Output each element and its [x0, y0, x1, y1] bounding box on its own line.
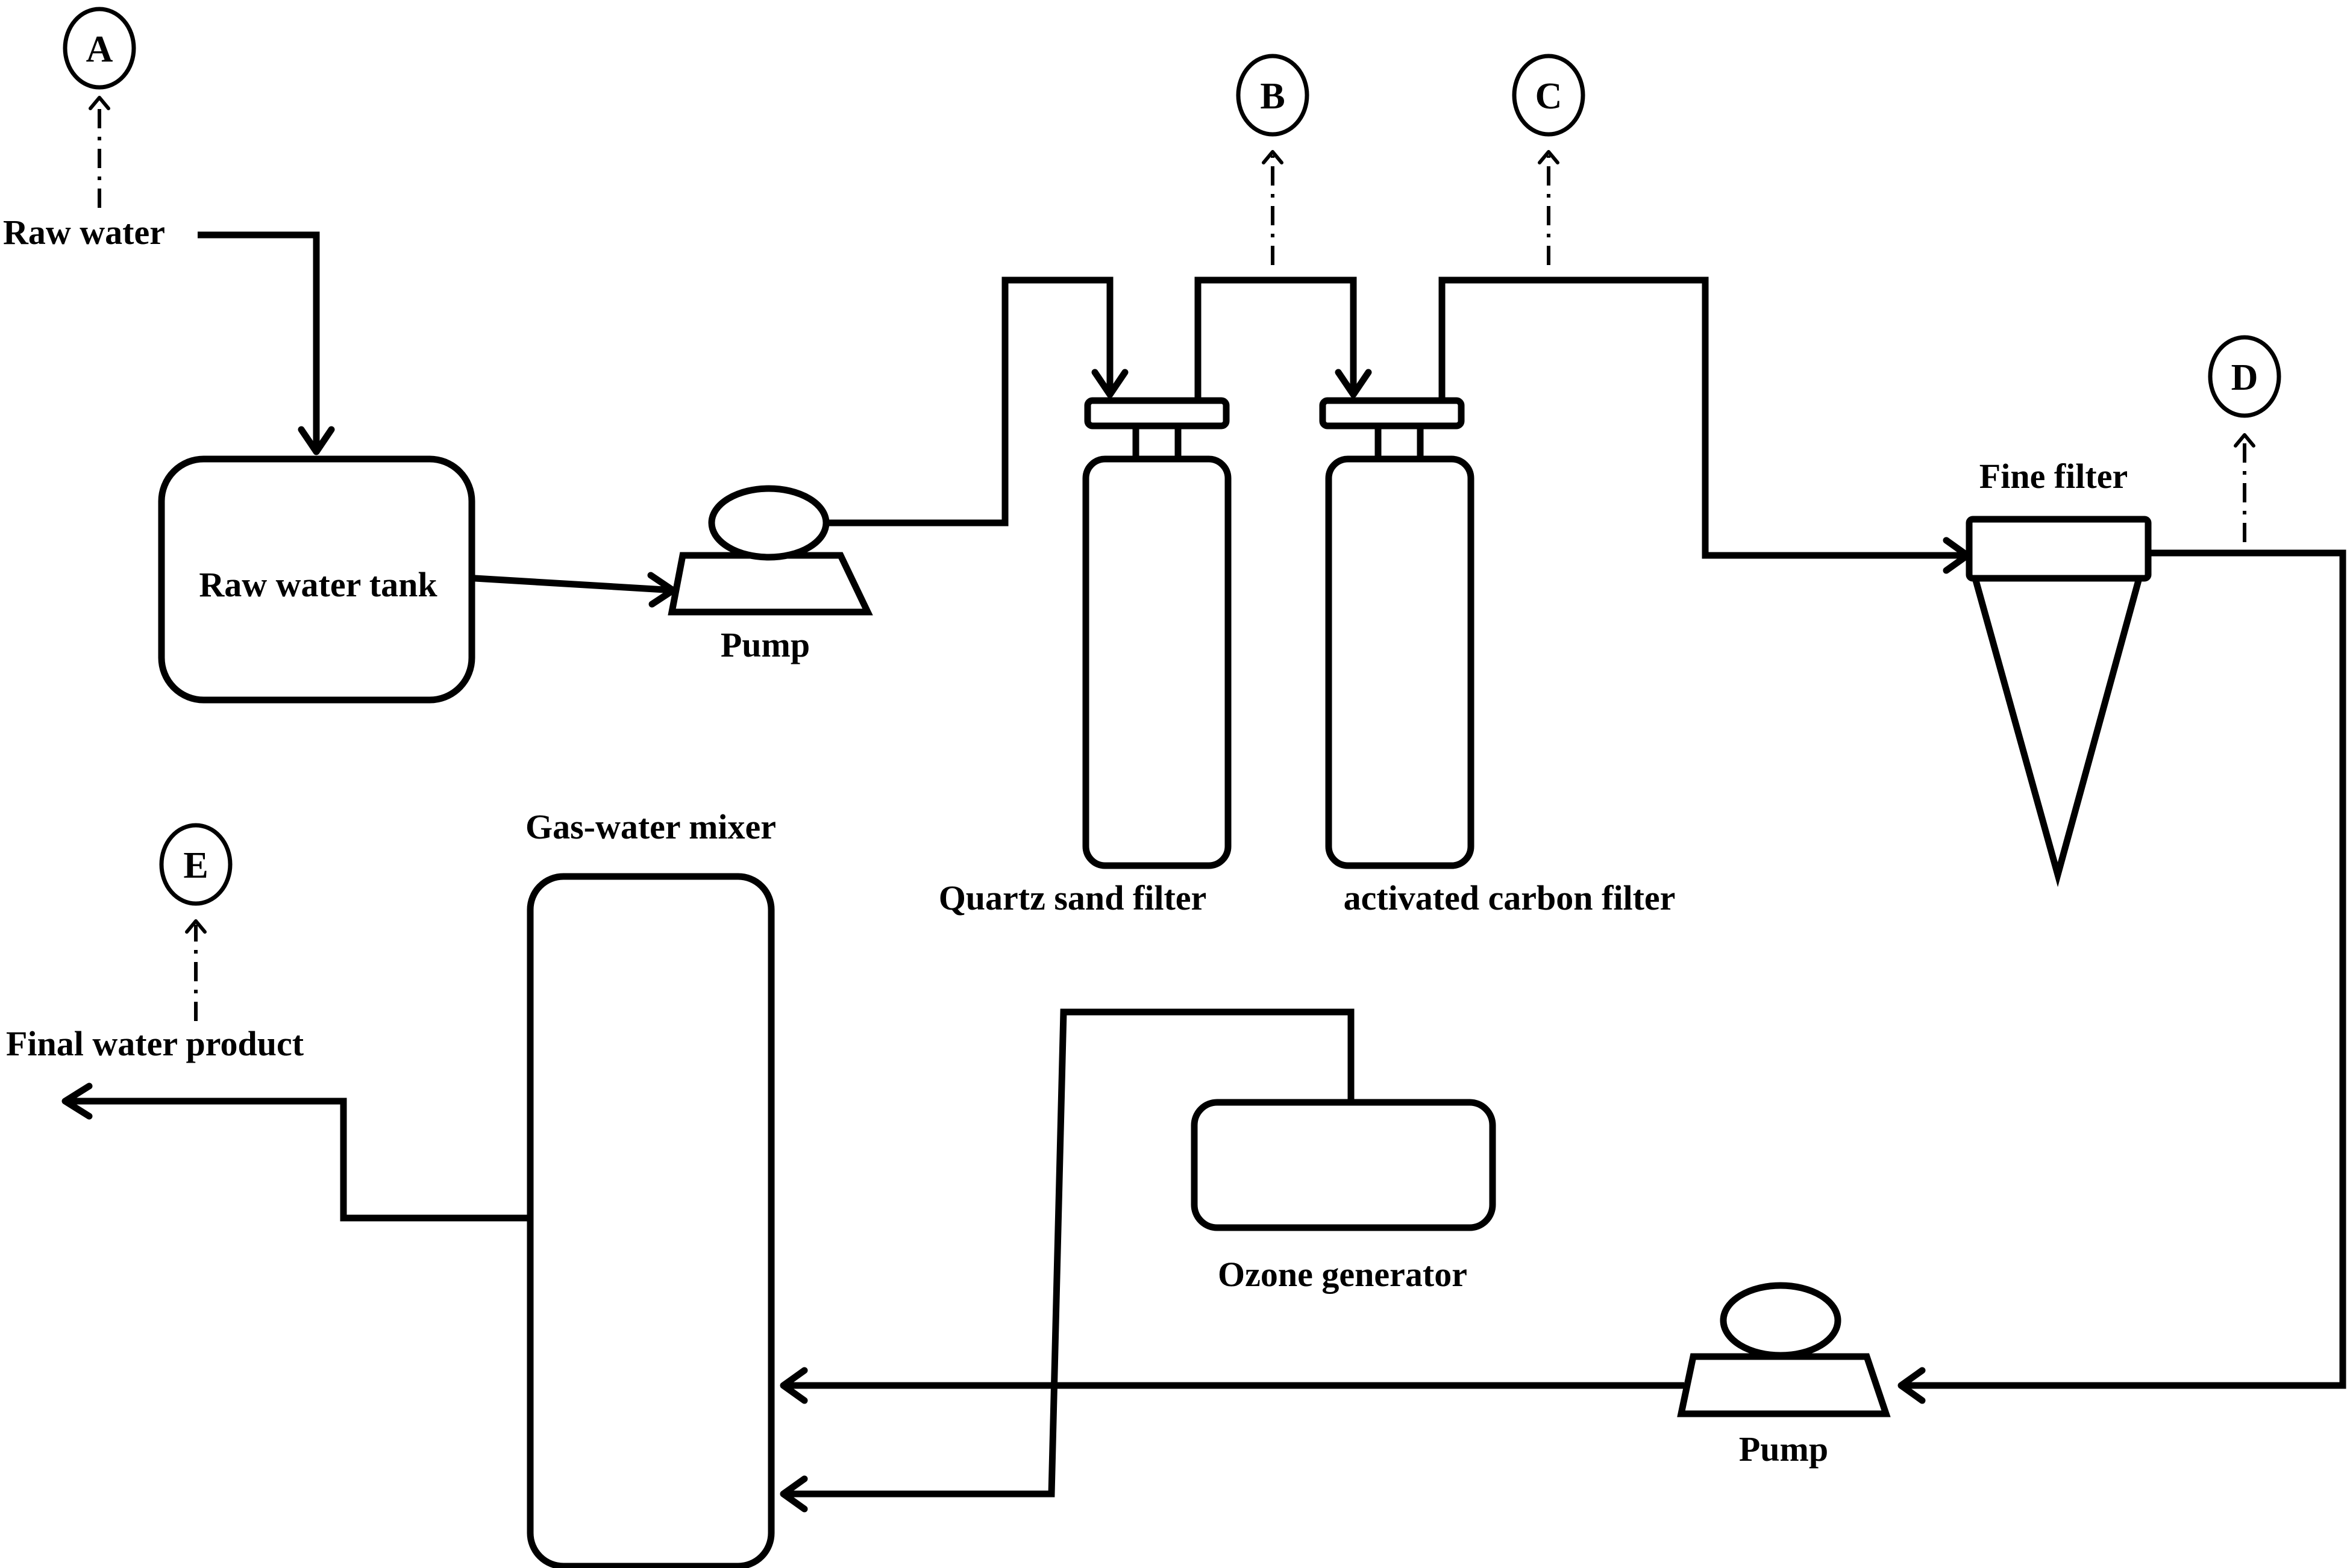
pipe-carbon-to-fine-filter [1438, 276, 1966, 559]
arrowhead-mixer-water-inlet [780, 1367, 808, 1404]
pipe-pump-to-quartz-filter [829, 276, 1114, 526]
arrowhead-final-product [61, 1082, 93, 1120]
pump-1-label: Pump [721, 625, 810, 664]
pipe-mixer-to-final-product [66, 1098, 529, 1222]
pipe-tank-to-pump [474, 575, 675, 594]
pump-2: Pump [1677, 1282, 1891, 1469]
quartz-sand-filter: Quartz sand filter [939, 397, 1232, 917]
activated-carbon-filter-label: activated carbon filter [1344, 878, 1676, 917]
gas-water-mixer: Gas-water mixer [525, 807, 776, 1568]
sampling-point-d-letter: D [2231, 357, 2258, 398]
arrowhead-mixer-ozone-inlet [780, 1475, 808, 1513]
sampling-point-a: A [63, 7, 136, 208]
arrowhead-carbon-inlet [1335, 369, 1372, 398]
pipe-raw-water-inlet [198, 231, 320, 449]
arrowhead-quartz-inlet [1091, 369, 1129, 398]
arrowhead-tank-inlet [298, 426, 335, 455]
pump-1: Pump [668, 485, 873, 664]
fine-filter: Fine filter [1966, 457, 2152, 887]
pipe-quartz-to-carbon [1194, 276, 1357, 405]
raw-water-tank: Raw water tank [158, 455, 475, 704]
ozone-generator-label: Ozone generator [1218, 1255, 1467, 1294]
fine-filter-label: Fine filter [1979, 457, 2128, 496]
sampling-point-c-letter: C [1535, 76, 1562, 117]
raw-water-tank-label: Raw water tank [199, 565, 437, 604]
activated-carbon-filter: activated carbon filter [1319, 397, 1676, 917]
ozone-generator: Ozone generator [1191, 1099, 1496, 1294]
pipe-network [66, 231, 2346, 1498]
sampling-point-b-letter: B [1260, 76, 1285, 117]
sampling-point-e-letter: E [183, 845, 208, 886]
sampling-point-c: C [1512, 54, 1585, 265]
quartz-sand-filter-label: Quartz sand filter [939, 878, 1207, 917]
pump-2-label: Pump [1739, 1429, 1828, 1469]
pipe-fine-filter-to-pump [1901, 549, 2346, 1389]
sampling-point-a-letter: A [86, 29, 113, 70]
final-water-product-label: Final water product [6, 1024, 304, 1063]
arrowhead-pump-2-inlet [1897, 1367, 1926, 1404]
raw-water-label: Raw water [3, 213, 165, 252]
pipe-ozone-to-mixer [783, 1008, 1355, 1498]
sampling-point-e: E [159, 823, 233, 1021]
sampling-point-b: B [1236, 54, 1309, 265]
sampling-point-d: D [2208, 335, 2281, 542]
gas-water-mixer-label: Gas-water mixer [525, 807, 776, 846]
